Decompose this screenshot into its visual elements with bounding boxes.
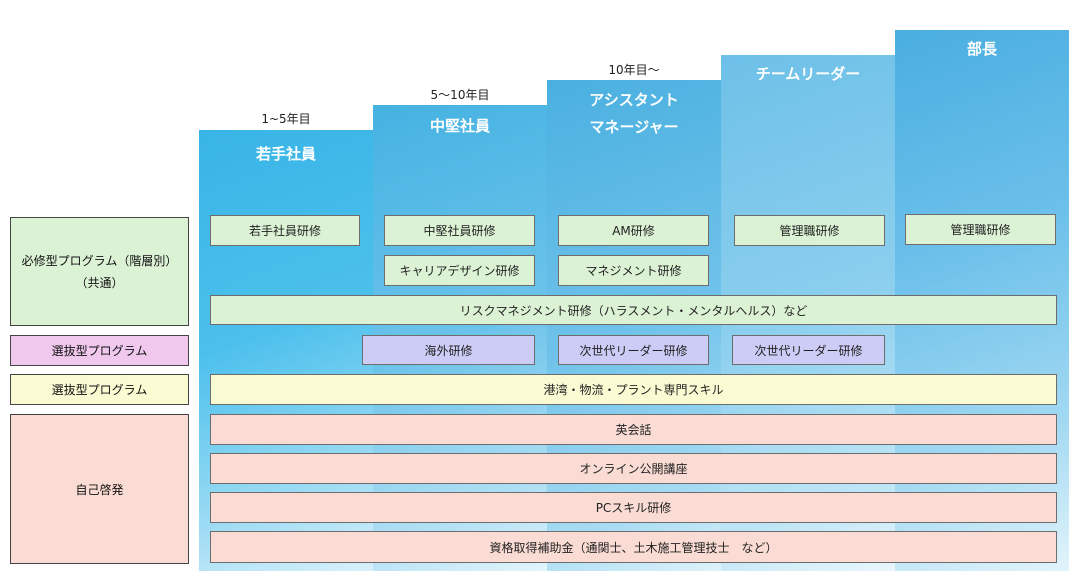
program-qualification-subsidy: 資格取得補助金（通関士、土木施工管理技士 など） xyxy=(210,531,1057,563)
program-next-leader-training: 次世代リーダー研修 xyxy=(732,335,885,365)
column-title: 部長 xyxy=(966,40,997,58)
program-career-design-training: キャリアデザイン研修 xyxy=(384,255,535,286)
tenure-label: 1~5年目 xyxy=(261,112,311,126)
program-next-leader-training: 次世代リーダー研修 xyxy=(558,335,709,365)
program-online-courses: オンライン公開講座 xyxy=(210,453,1057,484)
program-young-staff-training: 若手社員研修 xyxy=(210,215,360,246)
category-required-program: 必修型プログラム（階層別） （共通） xyxy=(10,217,189,326)
program-english-conversation: 英会話 xyxy=(210,414,1057,445)
category-selective-program-skill: 選抜型プログラム xyxy=(10,374,189,405)
column-assistant-manager: アシスタント マネージャー xyxy=(547,80,721,571)
column-title: 中堅社員 xyxy=(429,117,490,135)
program-mid-staff-training: 中堅社員研修 xyxy=(384,215,535,246)
program-overseas-training: 海外研修 xyxy=(362,335,535,365)
category-label: 必修型プログラム（階層別） xyxy=(21,253,178,268)
category-label: 選抜型プログラム xyxy=(51,344,148,358)
category-label: 自己啓発 xyxy=(75,482,124,497)
category-sublabel: （共通） xyxy=(75,275,124,290)
category-self-development: 自己啓発 xyxy=(10,414,189,564)
column-title: 若手社員 xyxy=(255,145,316,163)
program-risk-management-training: リスクマネジメント研修（ハラスメント・メンタルヘルス）など xyxy=(210,295,1057,325)
program-port-logistics-skills: 港湾・物流・プラント専門スキル xyxy=(210,374,1057,405)
category-label: 選抜型プログラム xyxy=(51,383,148,397)
tenure-label: 10年目～ xyxy=(608,63,660,77)
program-manager-training: 管理職研修 xyxy=(734,215,885,246)
tenure-label: 5～10年目 xyxy=(430,88,490,102)
column-title: マネージャー xyxy=(589,118,679,136)
column-title: チームリーダー xyxy=(755,65,861,83)
category-selective-program: 選抜型プログラム xyxy=(10,335,189,366)
program-am-training: AM研修 xyxy=(558,215,709,246)
column-title: アシスタント xyxy=(589,91,679,109)
program-management-training: マネジメント研修 xyxy=(558,255,709,286)
program-manager-training: 管理職研修 xyxy=(905,214,1056,245)
program-pc-skills-training: PCスキル研修 xyxy=(210,492,1057,523)
